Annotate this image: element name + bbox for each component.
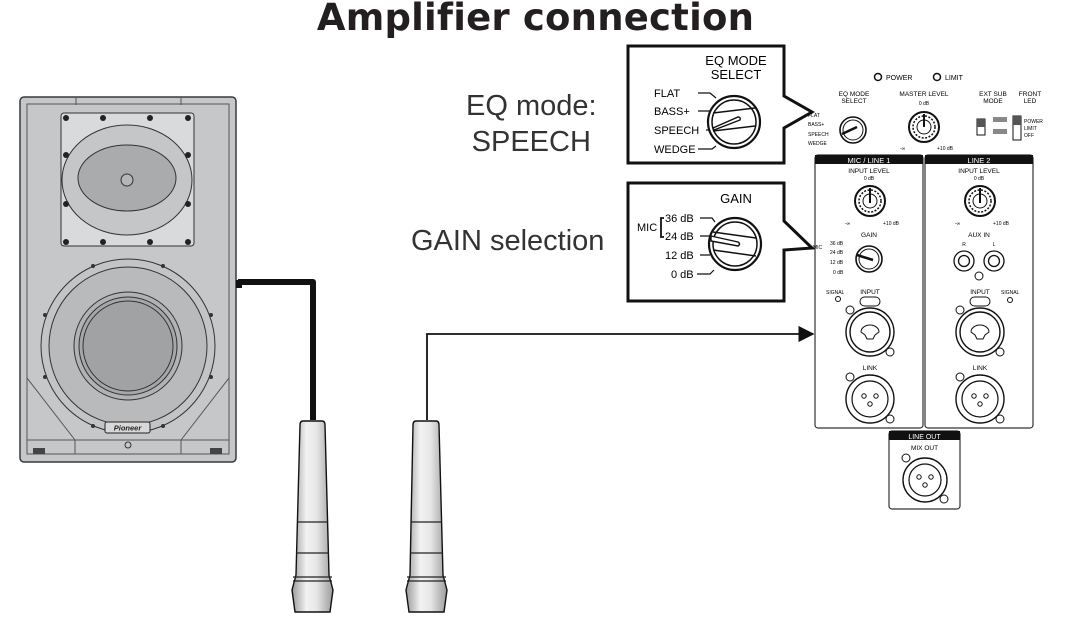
line-out-header: LINE OUT — [908, 434, 941, 441]
gain-mic-label: MIC — [637, 222, 657, 234]
rear-panel: POWER LIMIT EQ MODE SELECT FLAT BASS+ SP… — [808, 72, 1043, 510]
page-title: Amplifier connection — [316, 0, 755, 39]
power-led — [873, 72, 883, 82]
eq-mode-caption-line2: SPEECH — [471, 126, 591, 158]
ch2-signal-label: SIGNAL — [1001, 290, 1020, 296]
ch2-input-min: -∞ — [955, 221, 961, 227]
front-led-switch[interactable] — [1012, 115, 1022, 141]
woofer: Pioneer — [40, 258, 216, 449]
ch1-link-xlr-jack[interactable] — [845, 372, 895, 424]
panel-eq-heading-2: SELECT — [841, 98, 866, 105]
ch2-input-zero: 0 dB — [974, 176, 985, 182]
ch1-input-level-knob[interactable] — [854, 185, 886, 217]
aux-in-label: AUX IN — [968, 232, 990, 239]
brand-badge — [104, 421, 151, 434]
gain-selection-caption: GAIN selection — [411, 225, 605, 257]
gain-option-36db: 36 dB — [665, 213, 694, 225]
ch1-signal-led — [835, 296, 841, 302]
ch1-input-zero: 0 dB — [864, 176, 875, 182]
microphone-left — [291, 420, 334, 613]
ch1-signal-label: SIGNAL — [826, 290, 845, 296]
eq-mode-caption: EQ mode: SPEECH — [466, 88, 597, 160]
ch2-input-level-knob[interactable] — [964, 185, 996, 217]
master-level-min: -∞ — [900, 146, 906, 152]
tweeter-horn — [60, 112, 195, 247]
ch2-link-label: LINK — [973, 365, 988, 372]
eq-option-flat: FLAT — [654, 88, 680, 100]
ext-sub-mode-switch[interactable] — [976, 117, 1007, 136]
ch1-gain-mic: MIC — [813, 245, 823, 251]
eq-option-wedge: WEDGE — [654, 144, 696, 156]
gain-knob-pointer — [710, 235, 741, 247]
ch1-combo-input-jack[interactable] — [845, 296, 895, 357]
gain-option-12db: 12 dB — [665, 250, 694, 262]
power-led-label: POWER — [886, 75, 912, 82]
mic-to-amp-input-cable — [426, 325, 815, 420]
gain-callout-heading: GAIN — [720, 191, 752, 206]
ch2-combo-input-jack[interactable] — [955, 296, 1005, 357]
panel-eq-bass: BASS+ — [808, 122, 824, 128]
master-level-knob[interactable] — [908, 111, 940, 143]
eq-option-bassplus: BASS+ — [654, 106, 690, 118]
ext-sub-label-1: EXT SUB — [979, 91, 1007, 98]
panel-eq-speech: SPEECH — [808, 132, 829, 138]
mix-out-xlr-jack[interactable] — [901, 453, 949, 504]
master-level-label: MASTER LEVEL — [899, 91, 949, 98]
front-led-off: OFF — [1024, 133, 1034, 139]
gain-knob[interactable] — [707, 216, 763, 272]
front-led-label-2: LED — [1024, 98, 1037, 105]
ch1-input-level-label: INPUT LEVEL — [848, 168, 890, 175]
ch2-input-label: INPUT — [970, 289, 990, 296]
microphone-right — [405, 420, 448, 613]
front-led-label-1: FRONT — [1019, 91, 1041, 98]
master-level-zero: 0 dB — [919, 101, 930, 107]
panel-eq-flat: FLAT — [808, 113, 820, 119]
gain-option-0db: 0 dB — [671, 269, 694, 281]
limit-led — [932, 72, 942, 82]
ch1-gain-0: 0 dB — [833, 270, 844, 276]
eq-mode-knob[interactable] — [706, 94, 762, 150]
limit-led-label: LIMIT — [945, 75, 964, 82]
eq-callout-heading-2: SELECT — [711, 67, 762, 82]
ch1-input-min: -∞ — [845, 221, 851, 227]
eq-option-speech: SPEECH — [654, 125, 699, 137]
brand-logo-text: Pioneer — [114, 424, 143, 433]
channel-1-header: MIC / LINE 1 — [848, 156, 891, 165]
ch2-signal-led — [1007, 297, 1013, 303]
ch1-gain-label: GAIN — [861, 232, 877, 239]
panel-eq-heading-1: EQ MODE — [839, 91, 870, 98]
ch1-link-label: LINK — [863, 365, 878, 372]
aux-in-r-jack[interactable] — [953, 250, 975, 272]
panel-eq-wedge: WEDGE — [808, 141, 828, 147]
ext-sub-label-2: MODE — [983, 98, 1003, 105]
gain-callout: GAIN MIC 36 dB 24 dB 12 dB 0 dB — [626, 181, 816, 303]
ch1-gain-36: 36 dB — [830, 241, 844, 247]
aux-l-label: L — [993, 242, 996, 248]
ch1-input-max: +10 dB — [883, 221, 900, 227]
eq-callout-heading-1: EQ MODE — [705, 53, 767, 68]
master-level-max: +10 dB — [937, 146, 954, 152]
aux-in-l-jack[interactable] — [983, 250, 1005, 272]
ch2-link-xlr-jack[interactable] — [955, 372, 1005, 424]
speaker: Pioneer — [19, 96, 242, 463]
channel-2-header: LINE 2 — [968, 156, 991, 165]
aux-r-label: R — [962, 242, 966, 248]
ch2-input-max: +10 dB — [993, 221, 1010, 227]
panel-eq-knob[interactable] — [839, 116, 867, 144]
front-led-power: POWER — [1024, 119, 1043, 125]
ch2-input-level-label: INPUT LEVEL — [958, 168, 1000, 175]
front-led-limit: LIMIT — [1024, 126, 1037, 132]
gain-option-24db: 24 dB — [665, 231, 694, 243]
eq-mode-callout: EQ MODE SELECT FLAT BASS+ SPEECH WEDGE — [626, 44, 816, 165]
speaker-to-mic-cable — [238, 279, 316, 420]
ch1-gain-12: 12 dB — [830, 260, 844, 266]
mix-out-label: MIX OUT — [911, 445, 938, 452]
ch1-gain-knob[interactable] — [855, 245, 883, 273]
eq-mode-caption-line1: EQ mode: — [466, 90, 597, 122]
eq-knob-pointer — [712, 116, 741, 131]
ch1-gain-24: 24 dB — [830, 250, 844, 256]
ch1-input-label: INPUT — [860, 289, 880, 296]
